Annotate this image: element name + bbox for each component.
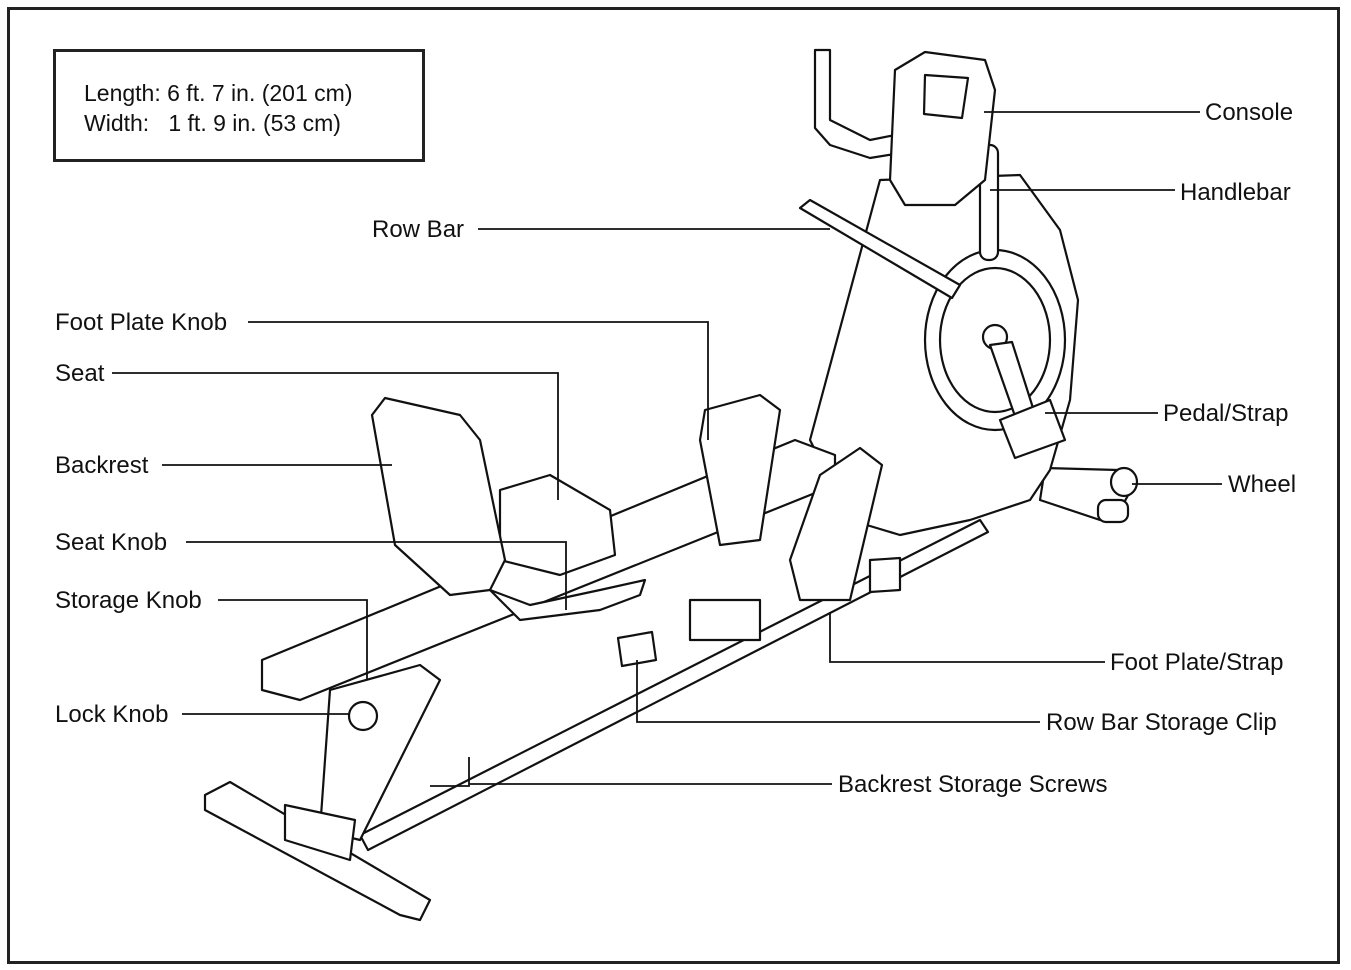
leader-foot-plate-knob <box>248 321 709 440</box>
wheel-shape <box>1109 466 1139 498</box>
label-seat-knob: Seat Knob <box>55 529 167 556</box>
leader-foot-plate-strap <box>829 612 1105 663</box>
foot-plate-left <box>698 393 782 547</box>
foot-plate-right <box>788 446 884 602</box>
lock-knob-shape <box>347 700 379 732</box>
label-foot-plate-knob: Foot Plate Knob <box>55 309 227 336</box>
label-lock-knob: Lock Knob <box>55 701 168 728</box>
label-row-bar: Row Bar <box>372 216 464 243</box>
leader-seat <box>112 372 559 500</box>
label-handlebar: Handlebar <box>1180 179 1291 206</box>
label-console: Console <box>1205 99 1293 126</box>
label-row-bar-storage-clip: Row Bar Storage Clip <box>1046 709 1277 736</box>
leader-row-bar-storage-clip <box>636 660 1040 723</box>
label-wheel: Wheel <box>1228 471 1296 498</box>
leader-seat-knob <box>186 541 567 610</box>
length-text: Length: 6 ft. 7 in. (201 cm) <box>84 80 353 106</box>
console-shape <box>888 50 997 207</box>
label-storage-knob: Storage Knob <box>55 587 202 614</box>
leader-backrest-storage-screws <box>430 757 832 787</box>
label-pedal-strap: Pedal/Strap <box>1163 400 1288 427</box>
label-backrest: Backrest <box>55 452 149 479</box>
backrest-shape <box>370 396 507 597</box>
row-bar-shape <box>798 198 962 300</box>
dimensions-box: Length: 6 ft. 7 in. (201 cm) Width: 1 ft… <box>53 49 425 162</box>
label-seat: Seat <box>55 360 105 387</box>
leader-storage-knob <box>218 599 368 680</box>
label-backrest-storage-screws: Backrest Storage Screws <box>838 771 1107 798</box>
width-text: Width: 1 ft. 9 in. (53 cm) <box>84 110 341 136</box>
label-foot-plate-strap: Foot Plate/Strap <box>1110 649 1283 676</box>
pedal-shape <box>998 398 1067 460</box>
main-frame-rail <box>358 518 990 852</box>
